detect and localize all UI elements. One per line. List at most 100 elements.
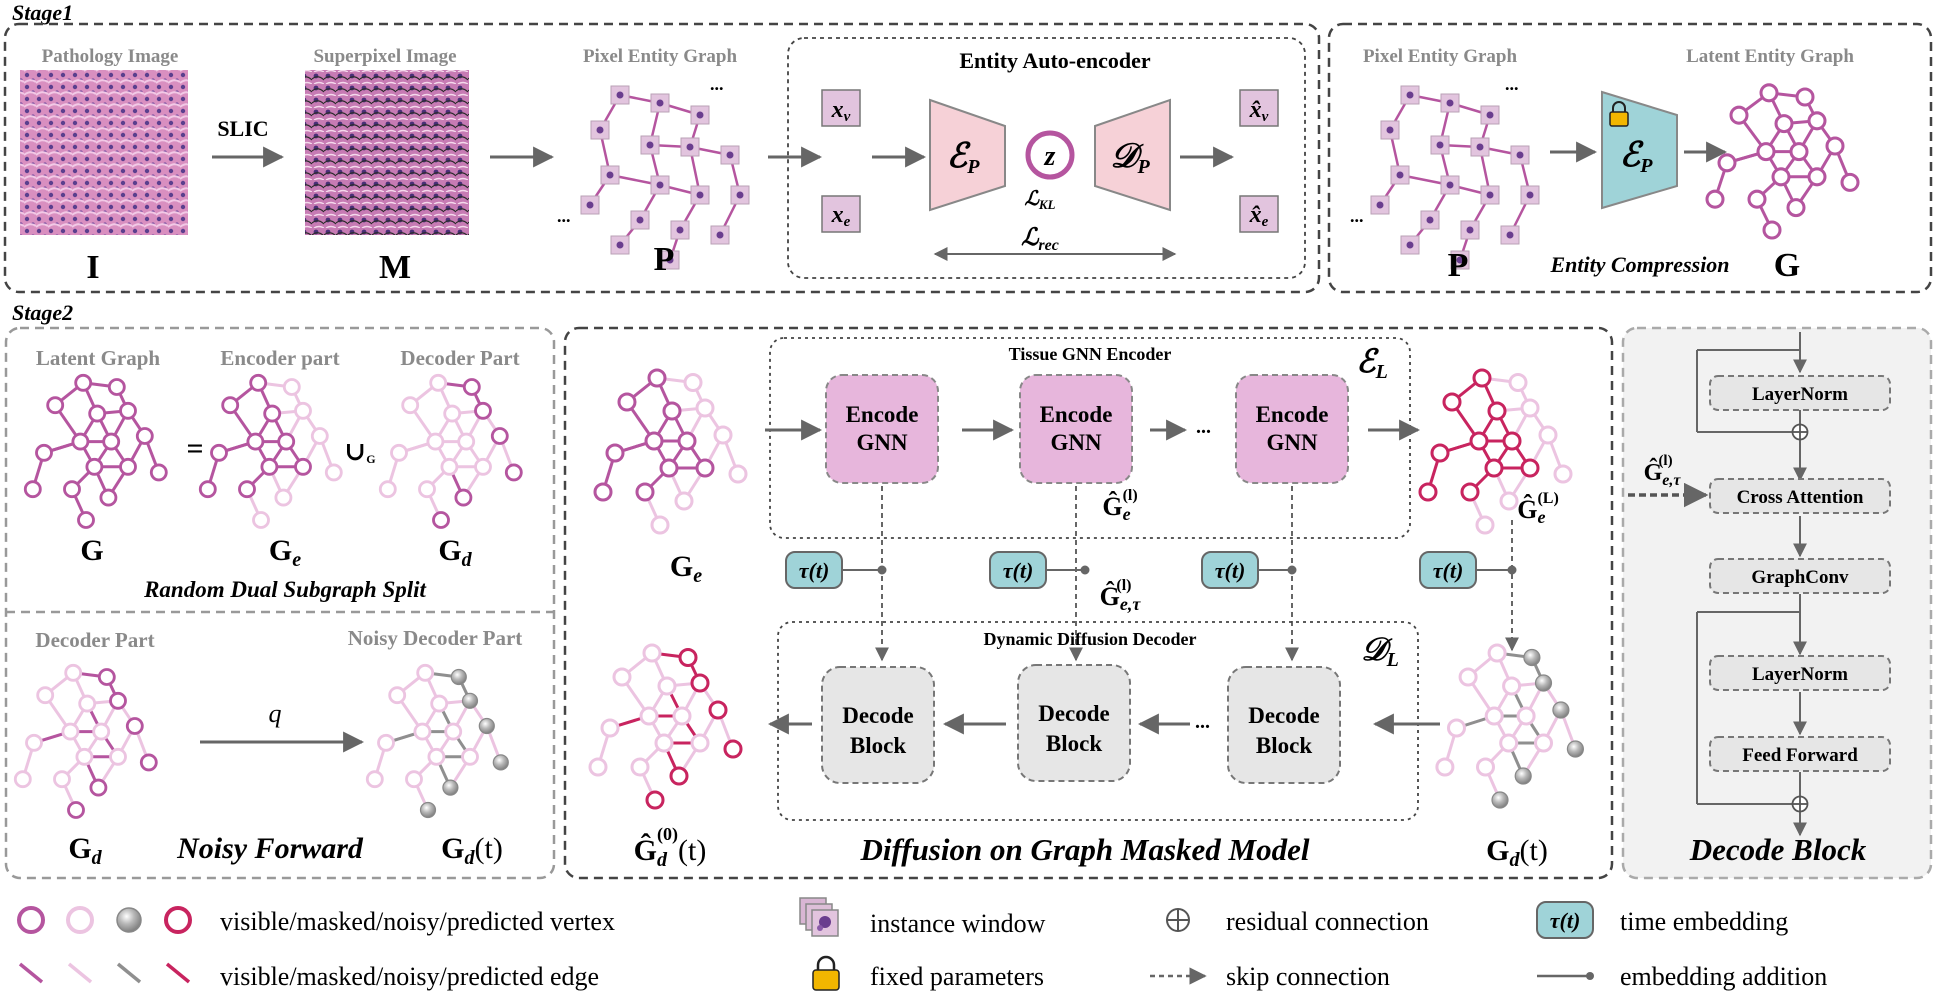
q-label: q — [269, 699, 282, 728]
legend-visible-edge — [18, 962, 44, 984]
instance-nucleus — [736, 191, 744, 199]
tau-embedding-3: τ(t) — [1201, 551, 1259, 589]
graph-vertex — [728, 464, 748, 484]
graph-vertex — [1472, 368, 1492, 388]
graph-vertex — [605, 443, 625, 463]
graph-vertex — [263, 404, 282, 423]
encode-gnn-3-line1: Encode — [1256, 402, 1329, 427]
symbol-Ge: Ge — [269, 534, 301, 571]
graph-vertex — [221, 396, 240, 415]
graph-vertex — [672, 706, 692, 726]
stage1-right-panel — [1327, 22, 1933, 294]
instance-nucleus — [1446, 181, 1454, 189]
ellipsis-bottom: ... — [557, 206, 571, 226]
feed-forward-label: Feed Forward — [1742, 745, 1858, 766]
graph-vertex — [1533, 733, 1554, 753]
stage1-left-panel — [3, 22, 1321, 294]
graph-vertex — [1484, 706, 1504, 726]
graph-vertex — [67, 801, 85, 819]
graph-vertex — [662, 401, 682, 421]
symbol-Ghat-el: Ĝe(l) — [1102, 487, 1137, 524]
graph-vertex — [669, 766, 689, 786]
graph-vertex — [1460, 482, 1480, 502]
decode-block-2-line2: Block — [1046, 731, 1102, 756]
graph-vertex — [690, 673, 710, 693]
entity-compression-label: Entity Compression — [1549, 252, 1729, 277]
graph-vertex — [1538, 425, 1558, 445]
pixel-entity-graph — [580, 85, 750, 270]
graph-vertex — [1553, 464, 1573, 484]
graph-vertex — [504, 463, 523, 482]
legend-embedding-addition-text: embedding addition — [1620, 962, 1827, 991]
graph-vertex — [659, 458, 679, 478]
pixel-entity-graph-2 — [1370, 85, 1540, 270]
instance-nucleus — [1426, 216, 1434, 224]
stage1-label: Stage1 — [12, 0, 73, 25]
dynamic-diffusion-decoder-label: Dynamic Diffusion Decoder — [984, 629, 1197, 649]
decode-block-2 — [1017, 664, 1131, 782]
graph-vertex — [1523, 648, 1541, 667]
graphconv-block — [1709, 558, 1891, 594]
graph-vertex — [644, 431, 664, 451]
tau-embedding-2: τ(t) — [989, 551, 1047, 589]
graph-vertex — [1705, 189, 1725, 209]
diffusion-title: Diffusion on Graph Masked Model — [859, 832, 1309, 867]
tissue-gnn-encoder-box — [769, 337, 1411, 539]
instance-nucleus — [716, 231, 724, 239]
legend-skip-text: skip connection — [1226, 962, 1390, 991]
tau-embedding-4: τ(t) — [1419, 551, 1477, 589]
decode-block-3-line1: Decode — [1248, 703, 1320, 728]
encoder-output-graph — [1418, 368, 1573, 535]
graph-vertex — [36, 686, 55, 705]
legend-vertex-text: visible/masked/noisy/predicted vertex — [220, 907, 615, 936]
rec-loss: ℒrec — [1021, 225, 1059, 254]
layernorm-2-label: LayerNorm — [1752, 664, 1848, 685]
graph-vertex — [1786, 198, 1806, 218]
instance-nucleus — [696, 191, 704, 199]
graph-vertex — [678, 647, 698, 668]
graph-vertex — [1442, 392, 1462, 412]
symbol-G: G — [1774, 247, 1800, 284]
symbol-Gdt: Gd(t) — [441, 832, 503, 869]
graph-vertex — [92, 722, 111, 741]
graph-vertex — [139, 753, 158, 772]
graph-vertex — [1502, 431, 1522, 451]
superpixel-image — [305, 70, 469, 235]
graph-vertex — [25, 733, 43, 752]
pathology-image-label: Pathology Image — [42, 46, 179, 67]
graph-vertex — [461, 692, 479, 709]
graph-vertex — [1534, 674, 1553, 692]
instance-nucleus — [1446, 99, 1454, 107]
graph-vertex — [149, 463, 168, 482]
graph-vertex — [119, 457, 137, 476]
graph-vertex — [1475, 757, 1496, 777]
graphconv-label: GraphConv — [1751, 567, 1849, 588]
latent-graph — [23, 373, 168, 529]
legend-masked-edge — [67, 962, 93, 984]
graph-vertex — [695, 398, 715, 418]
decoder-part-label-2: Decoder Part — [35, 628, 154, 652]
graph-vertex — [413, 722, 432, 741]
svg-text:τ(t): τ(t) — [799, 558, 830, 583]
instance-nucleus — [1486, 111, 1494, 119]
tau-embedding-1: τ(t) — [785, 551, 843, 589]
skip-connections — [875, 486, 1519, 662]
instance-nucleus — [696, 111, 704, 119]
instance-nucleus — [1516, 151, 1524, 159]
random-split-title: Random Dual Subgraph Split — [143, 577, 426, 602]
decode-block-1-line2: Block — [850, 733, 906, 758]
instance-nucleus — [656, 99, 664, 107]
graph-vertex — [695, 458, 715, 478]
graph-vertex — [642, 643, 662, 663]
layernorm-2 — [1709, 655, 1891, 691]
graph-vertex — [1458, 667, 1478, 687]
graph-vertex — [1491, 791, 1509, 809]
graph-vertex — [657, 676, 677, 696]
graph-vertex — [1762, 220, 1782, 240]
graph-vertex — [600, 718, 620, 738]
graph-vertex — [430, 694, 449, 713]
graph-vertex — [1825, 136, 1845, 156]
graph-vertex — [61, 722, 80, 741]
latent-entity-graph — [1705, 83, 1860, 240]
legend-masked-vertex — [66, 906, 94, 934]
